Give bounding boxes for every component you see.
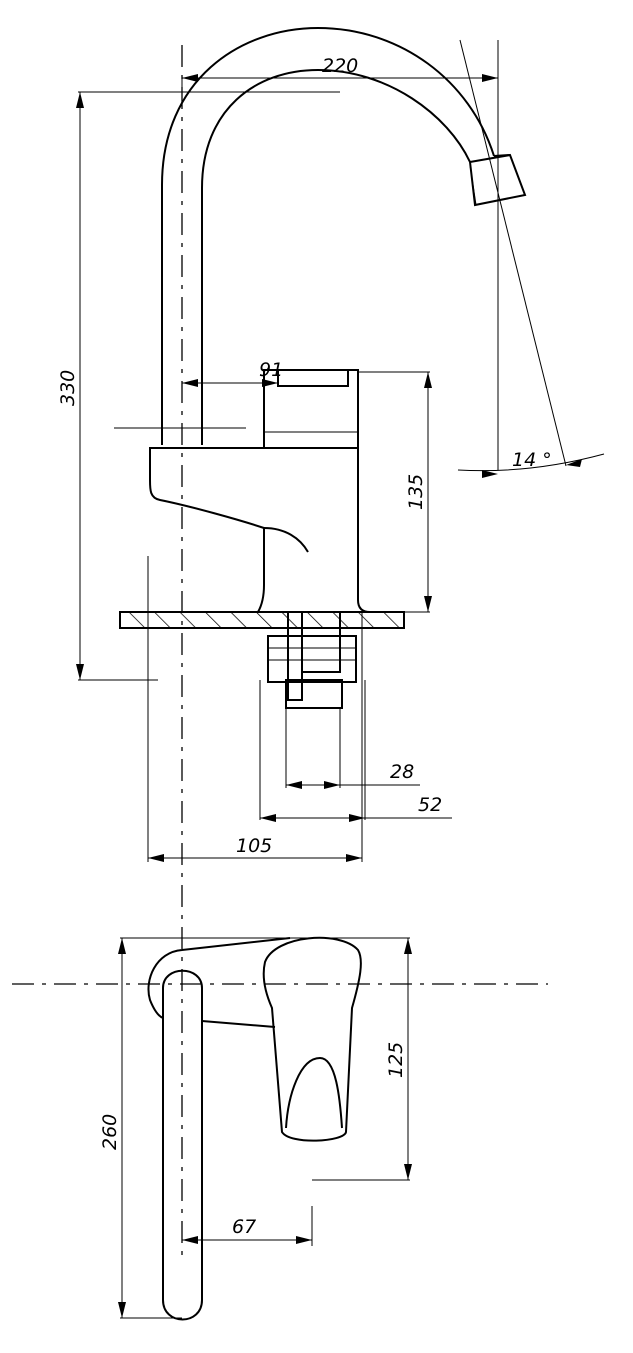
dim-220-label: 220 [322,55,358,77]
dim-105-arrow-right [346,854,362,862]
counter-plate [119,611,405,629]
spout-plan [162,969,203,1321]
handle-plan [262,936,362,1142]
dim-125-arrow-bottom [404,1164,412,1180]
dim-260-arrow-top [118,938,126,954]
plan-view: 125 260 67 [12,936,548,1321]
dim-67-arrow-right [296,1236,312,1244]
dim-125-arrow-top [404,938,412,954]
handle-grip [285,1056,343,1129]
dim-28-arrow-right [324,781,340,789]
dim-91-arrow-right [262,379,278,387]
dim-220-arrow-left [182,74,198,82]
dim-52-label: 52 [418,794,442,816]
dim-105-label: 105 [236,835,272,857]
spout-outer [161,26,495,445]
body-curve [263,527,309,553]
dim-260-arrow-bottom [118,1302,126,1318]
dim-52-arrow-right [349,814,365,822]
side-elevation: 220 330 91 135 14 ° 28 52 [57,26,605,1260]
shank-bottom [285,679,343,709]
spout-inner [201,68,471,445]
base-plan [147,937,291,1019]
faucet-body [149,447,371,613]
dim-14-arrow-right [566,459,582,467]
dim-220-arrow-right [482,74,498,82]
dim-330-label: 330 [57,370,79,406]
dim-28-label: 28 [390,761,414,783]
aerator [468,153,527,207]
handle-lever [277,369,349,387]
dim-330-arrow-top [76,92,84,108]
spout-tip-curve [493,154,511,157]
dim-135-label: 135 [405,474,427,510]
dim-91-arrow-left [182,379,198,387]
dim-125-label: 125 [385,1042,407,1078]
dim-14-label: 14 ° [512,449,552,471]
dim-14-arc [457,453,605,472]
mount-nut [267,635,357,683]
dim-330-arrow-bottom [76,664,84,680]
shank-tube-right [301,611,341,673]
dim-135-arrow-top [424,372,432,388]
dim-28-arrow-left [286,781,302,789]
aerator-line [469,164,477,206]
dim-14-arrow-left [482,470,498,478]
dim-91-label: 91 [259,359,283,381]
dim-260-label: 260 [99,1114,121,1150]
dim-67-arrow-left [182,1236,198,1244]
dim-52-arrow-left [260,814,276,822]
dim-135-arrow-bottom [424,596,432,612]
base-plan-lower [201,1020,276,1028]
dim-67-label: 67 [232,1216,256,1238]
angle-ref-line [459,39,567,467]
dim-105-arrow-left [148,854,164,862]
